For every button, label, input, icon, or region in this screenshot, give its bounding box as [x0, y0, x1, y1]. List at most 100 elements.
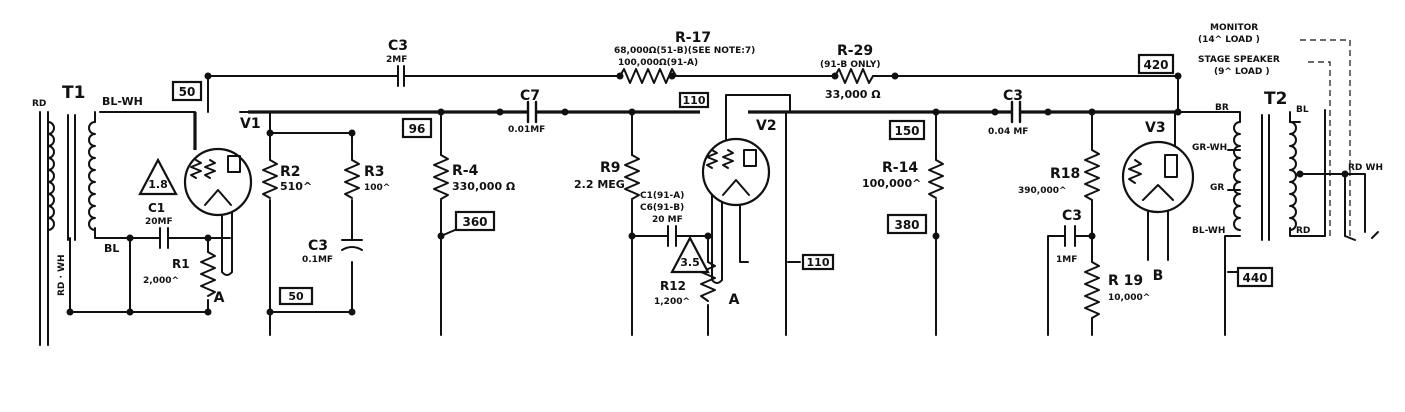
capacitor-c3-mid — [1010, 100, 1022, 124]
label-r29-ref: R-29 — [837, 43, 873, 59]
label-v1: V1 — [240, 116, 261, 132]
tube-v1 — [183, 147, 253, 217]
label-t1-lead-side: RD · WH — [57, 254, 67, 296]
label-r14-val: 100,000^ — [862, 177, 921, 190]
label-r3-ref: R3 — [364, 164, 385, 180]
capacitor-c3-top — [397, 65, 405, 87]
label-r18-val: 390,000^ — [1018, 186, 1067, 196]
capacitor-c3-bot — [1064, 225, 1076, 247]
label-v2: V2 — [756, 118, 777, 134]
junction-dots — [66, 72, 1349, 316]
label-r18-ref: R18 — [1050, 166, 1080, 182]
voltage-box-50-bottom: 50 — [288, 290, 304, 303]
label-r29-line1: (91-B ONLY) — [820, 60, 881, 70]
capacitor-c3a — [341, 239, 363, 251]
label-c3-top-ref: C3 — [388, 38, 408, 54]
label-c7-val: 0.01MF — [508, 125, 545, 135]
label-r4-ref: R-4 — [452, 163, 479, 179]
label-t1: T1 — [62, 83, 85, 103]
label-br: BR — [1215, 103, 1229, 113]
label-t2: T2 — [1264, 89, 1287, 109]
resistor-r18 — [1084, 149, 1100, 201]
resistor-r2 — [262, 159, 278, 199]
voltage-box-96: 96 — [409, 122, 426, 136]
label-c3-top-val: 2MF — [386, 55, 407, 65]
label-r29-val: 33,000 Ω — [825, 88, 881, 101]
label-c3c-val: 1MF — [1056, 255, 1077, 265]
resistor-r17 — [619, 68, 677, 84]
tube-v3 — [1121, 140, 1195, 214]
transformer-t2 — [1233, 114, 1297, 241]
label-r12-ref: R12 — [660, 279, 686, 293]
resistor-r14 — [928, 159, 944, 199]
label-bl-t2: BL — [1296, 105, 1309, 115]
label-c1c6-line2: C6(91-B) — [640, 203, 684, 213]
label-stage-line1: STAGE SPEAKER — [1198, 55, 1280, 65]
label-socket-b: B — [1153, 268, 1164, 284]
label-c7-ref: C7 — [520, 88, 540, 104]
capacitor-c7 — [526, 100, 538, 124]
voltage-box-360: 360 — [462, 215, 487, 229]
label-r12-val: 1,200^ — [654, 297, 690, 307]
label-monitor-line1: MONITOR — [1210, 23, 1258, 33]
label-stage-line2: (9^ LOAD ) — [1214, 67, 1270, 77]
label-r9-ref: R9 — [600, 160, 621, 176]
voltage-box-150: 150 — [894, 124, 919, 138]
resistor-r12 — [700, 261, 716, 302]
label-r3-val: 100^ — [364, 183, 390, 193]
resistor-r1 — [200, 251, 216, 297]
resistor-r4 — [433, 154, 449, 200]
voltage-box-420: 420 — [1143, 58, 1168, 72]
label-c1c6-val: 20 MF — [652, 215, 683, 225]
label-bl-wh2: BL-WH — [1192, 226, 1225, 236]
voltage-box-440: 440 — [1242, 271, 1267, 285]
triangle-marker-1-8: 1.8 — [148, 178, 168, 191]
triangle-marker-3-5: 3.5 — [680, 256, 700, 269]
triangle-markers: 1.8 3.5 — [138, 157, 710, 274]
label-r14-ref: R-14 — [882, 160, 918, 176]
label-c1-val: 20MF — [145, 217, 173, 227]
label-r2-val: 510^ — [280, 180, 312, 193]
label-r9-val: 2.2 MEG — [574, 178, 625, 191]
label-bl-wh: BL-WH — [102, 95, 143, 108]
transformer-t1 — [47, 114, 96, 241]
label-v3: V3 — [1145, 120, 1166, 136]
label-r17-line2: 100,000Ω(91-A) — [618, 58, 698, 68]
label-r19-ref: R 19 — [1108, 273, 1143, 289]
label-r1-ref: R1 — [172, 257, 190, 271]
resistor-r19 — [1084, 261, 1100, 319]
resistor-r3 — [344, 159, 360, 199]
label-r2-ref: R2 — [280, 164, 301, 180]
label-r1-val: 2,000^ — [143, 276, 179, 286]
label-r17-ref: R-17 — [675, 30, 711, 46]
label-gr-wh: GR-WH — [1192, 143, 1227, 153]
label-c3b-ref: C3 — [1003, 88, 1023, 104]
capacitors — [159, 65, 1076, 251]
capacitor-c1 — [159, 227, 169, 249]
resistor-r29 — [834, 68, 874, 84]
label-c3a-val: 0.1MF — [302, 255, 333, 265]
label-rd-wh-t2: RD WH — [1348, 163, 1383, 173]
label-c3b-val: 0.04 MF — [988, 127, 1028, 137]
voltage-box-110-top: 110 — [683, 94, 706, 107]
label-socket-a2: A — [729, 292, 740, 308]
label-r19-val: 10,000^ — [1108, 293, 1150, 303]
label-socket-a1: A — [214, 290, 225, 306]
capacitor-c1c6 — [667, 225, 677, 247]
label-c3c-ref: C3 — [1062, 208, 1082, 224]
voltage-boxes: 50 96 110 150 420 360 380 50 110 440 — [171, 53, 1274, 306]
voltage-box-380: 380 — [894, 218, 919, 232]
label-rd-t2: RD — [1296, 226, 1310, 236]
voltage-box-50-top: 50 — [179, 85, 196, 99]
label-bl: BL — [104, 242, 119, 255]
label-c3a-ref: C3 — [308, 238, 328, 254]
label-monitor-line2: (14^ LOAD ) — [1198, 35, 1260, 45]
label-t1-lead-top: RD — [32, 99, 46, 109]
voltage-box-110-side: 110 — [807, 256, 830, 269]
resistor-r9 — [624, 154, 640, 200]
label-r17-line1: 68,000Ω(51-B)(SEE NOTE:7) — [614, 46, 755, 56]
label-gr: GR — [1210, 183, 1224, 193]
tube-v2 — [701, 137, 771, 207]
label-c1-ref: C1 — [148, 201, 165, 215]
